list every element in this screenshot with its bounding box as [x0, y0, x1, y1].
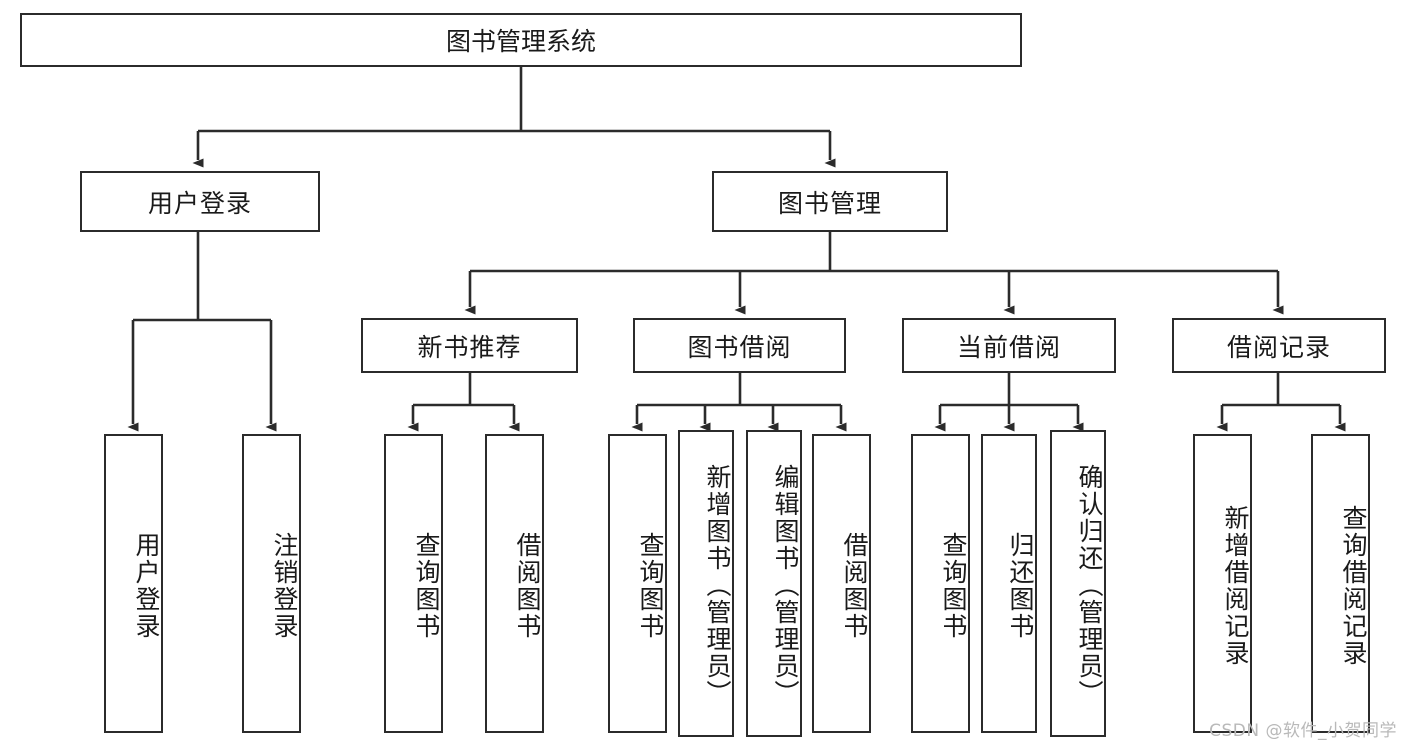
- node-borrow-record[interactable]: 借阅记录: [1172, 318, 1386, 373]
- leaf-borrow-add-book-admin[interactable]: 新增图书（管理员）: [678, 430, 734, 737]
- node-root-system[interactable]: 图书管理系统: [20, 13, 1022, 67]
- leaf-new-book-query-book[interactable]: 查询图书: [384, 434, 443, 733]
- node-label: 归还图书: [1006, 531, 1035, 640]
- leaf-record-add-record[interactable]: 新增借阅记录: [1193, 434, 1252, 733]
- leaf-borrow-borrow-book[interactable]: 借阅图书: [812, 434, 871, 733]
- node-label: 图书管理: [777, 188, 882, 218]
- leaf-current-return-book[interactable]: 归还图书: [981, 434, 1037, 733]
- node-label: 编辑图书（管理员）: [771, 464, 800, 707]
- leaf-user-login-logout[interactable]: 注销登录: [242, 434, 301, 733]
- node-label: 新增图书（管理员）: [703, 464, 732, 707]
- node-label: 借阅记录: [1226, 332, 1331, 362]
- node-user-login[interactable]: 用户登录: [80, 171, 320, 232]
- leaf-current-confirm-return-admin[interactable]: 确认归还（管理员）: [1050, 430, 1106, 737]
- node-label: 用户登录: [147, 188, 252, 218]
- node-label: 借阅图书: [840, 531, 869, 640]
- node-label: 查询图书: [636, 531, 665, 640]
- leaf-borrow-edit-book-admin[interactable]: 编辑图书（管理员）: [746, 430, 802, 737]
- node-new-book-recommend[interactable]: 新书推荐: [361, 318, 578, 373]
- leaf-borrow-query-book[interactable]: 查询图书: [608, 434, 667, 733]
- node-label: 查询图书: [939, 531, 968, 640]
- node-label: 借阅图书: [513, 531, 542, 640]
- node-label: 图书管理系统: [445, 27, 596, 56]
- csdn-watermark: CSDN @软件_小贺同学: [1209, 721, 1397, 741]
- node-label: 新增借阅记录: [1221, 504, 1250, 667]
- leaf-user-login-login[interactable]: 用户登录: [104, 434, 163, 733]
- node-label: 当前借阅: [956, 332, 1061, 362]
- leaf-current-query-book[interactable]: 查询图书: [911, 434, 970, 733]
- leaf-new-book-borrow-book[interactable]: 借阅图书: [485, 434, 544, 733]
- node-label: 查询借阅记录: [1339, 504, 1368, 667]
- leaf-record-query-record[interactable]: 查询借阅记录: [1311, 434, 1370, 733]
- node-book-management[interactable]: 图书管理: [712, 171, 948, 232]
- node-book-borrow[interactable]: 图书借阅: [633, 318, 846, 373]
- node-current-borrow[interactable]: 当前借阅: [902, 318, 1116, 373]
- node-label: 用户登录: [132, 531, 161, 640]
- node-label: 确认归还（管理员）: [1075, 464, 1104, 707]
- node-label: 注销登录: [270, 531, 299, 640]
- node-label: 图书借阅: [687, 332, 792, 362]
- node-label: 查询图书: [412, 531, 441, 640]
- node-label: 新书推荐: [417, 332, 522, 362]
